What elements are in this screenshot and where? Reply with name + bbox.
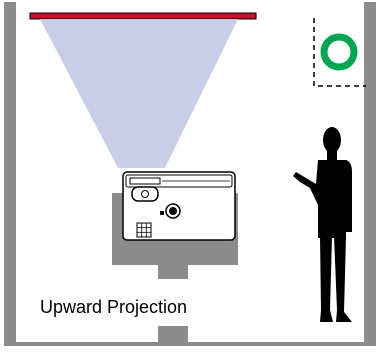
- projection-screen: [29, 12, 257, 20]
- dashed-boundary: [313, 18, 366, 87]
- room-right-wall: [364, 2, 376, 346]
- ok-circle-icon: [320, 33, 358, 71]
- diagram-caption: Upward Projection: [40, 297, 188, 317]
- person-silhouette-icon: [293, 127, 352, 322]
- projector-stand-post: [158, 265, 188, 279]
- room-floor-line: [4, 342, 376, 346]
- projector-icon: [122, 171, 236, 241]
- projector-stand-base: [158, 326, 188, 342]
- keypad-icon: [136, 222, 152, 238]
- ok-indicator-area: [313, 18, 366, 87]
- room-left-wall: [4, 2, 16, 346]
- light-beam: [40, 19, 238, 168]
